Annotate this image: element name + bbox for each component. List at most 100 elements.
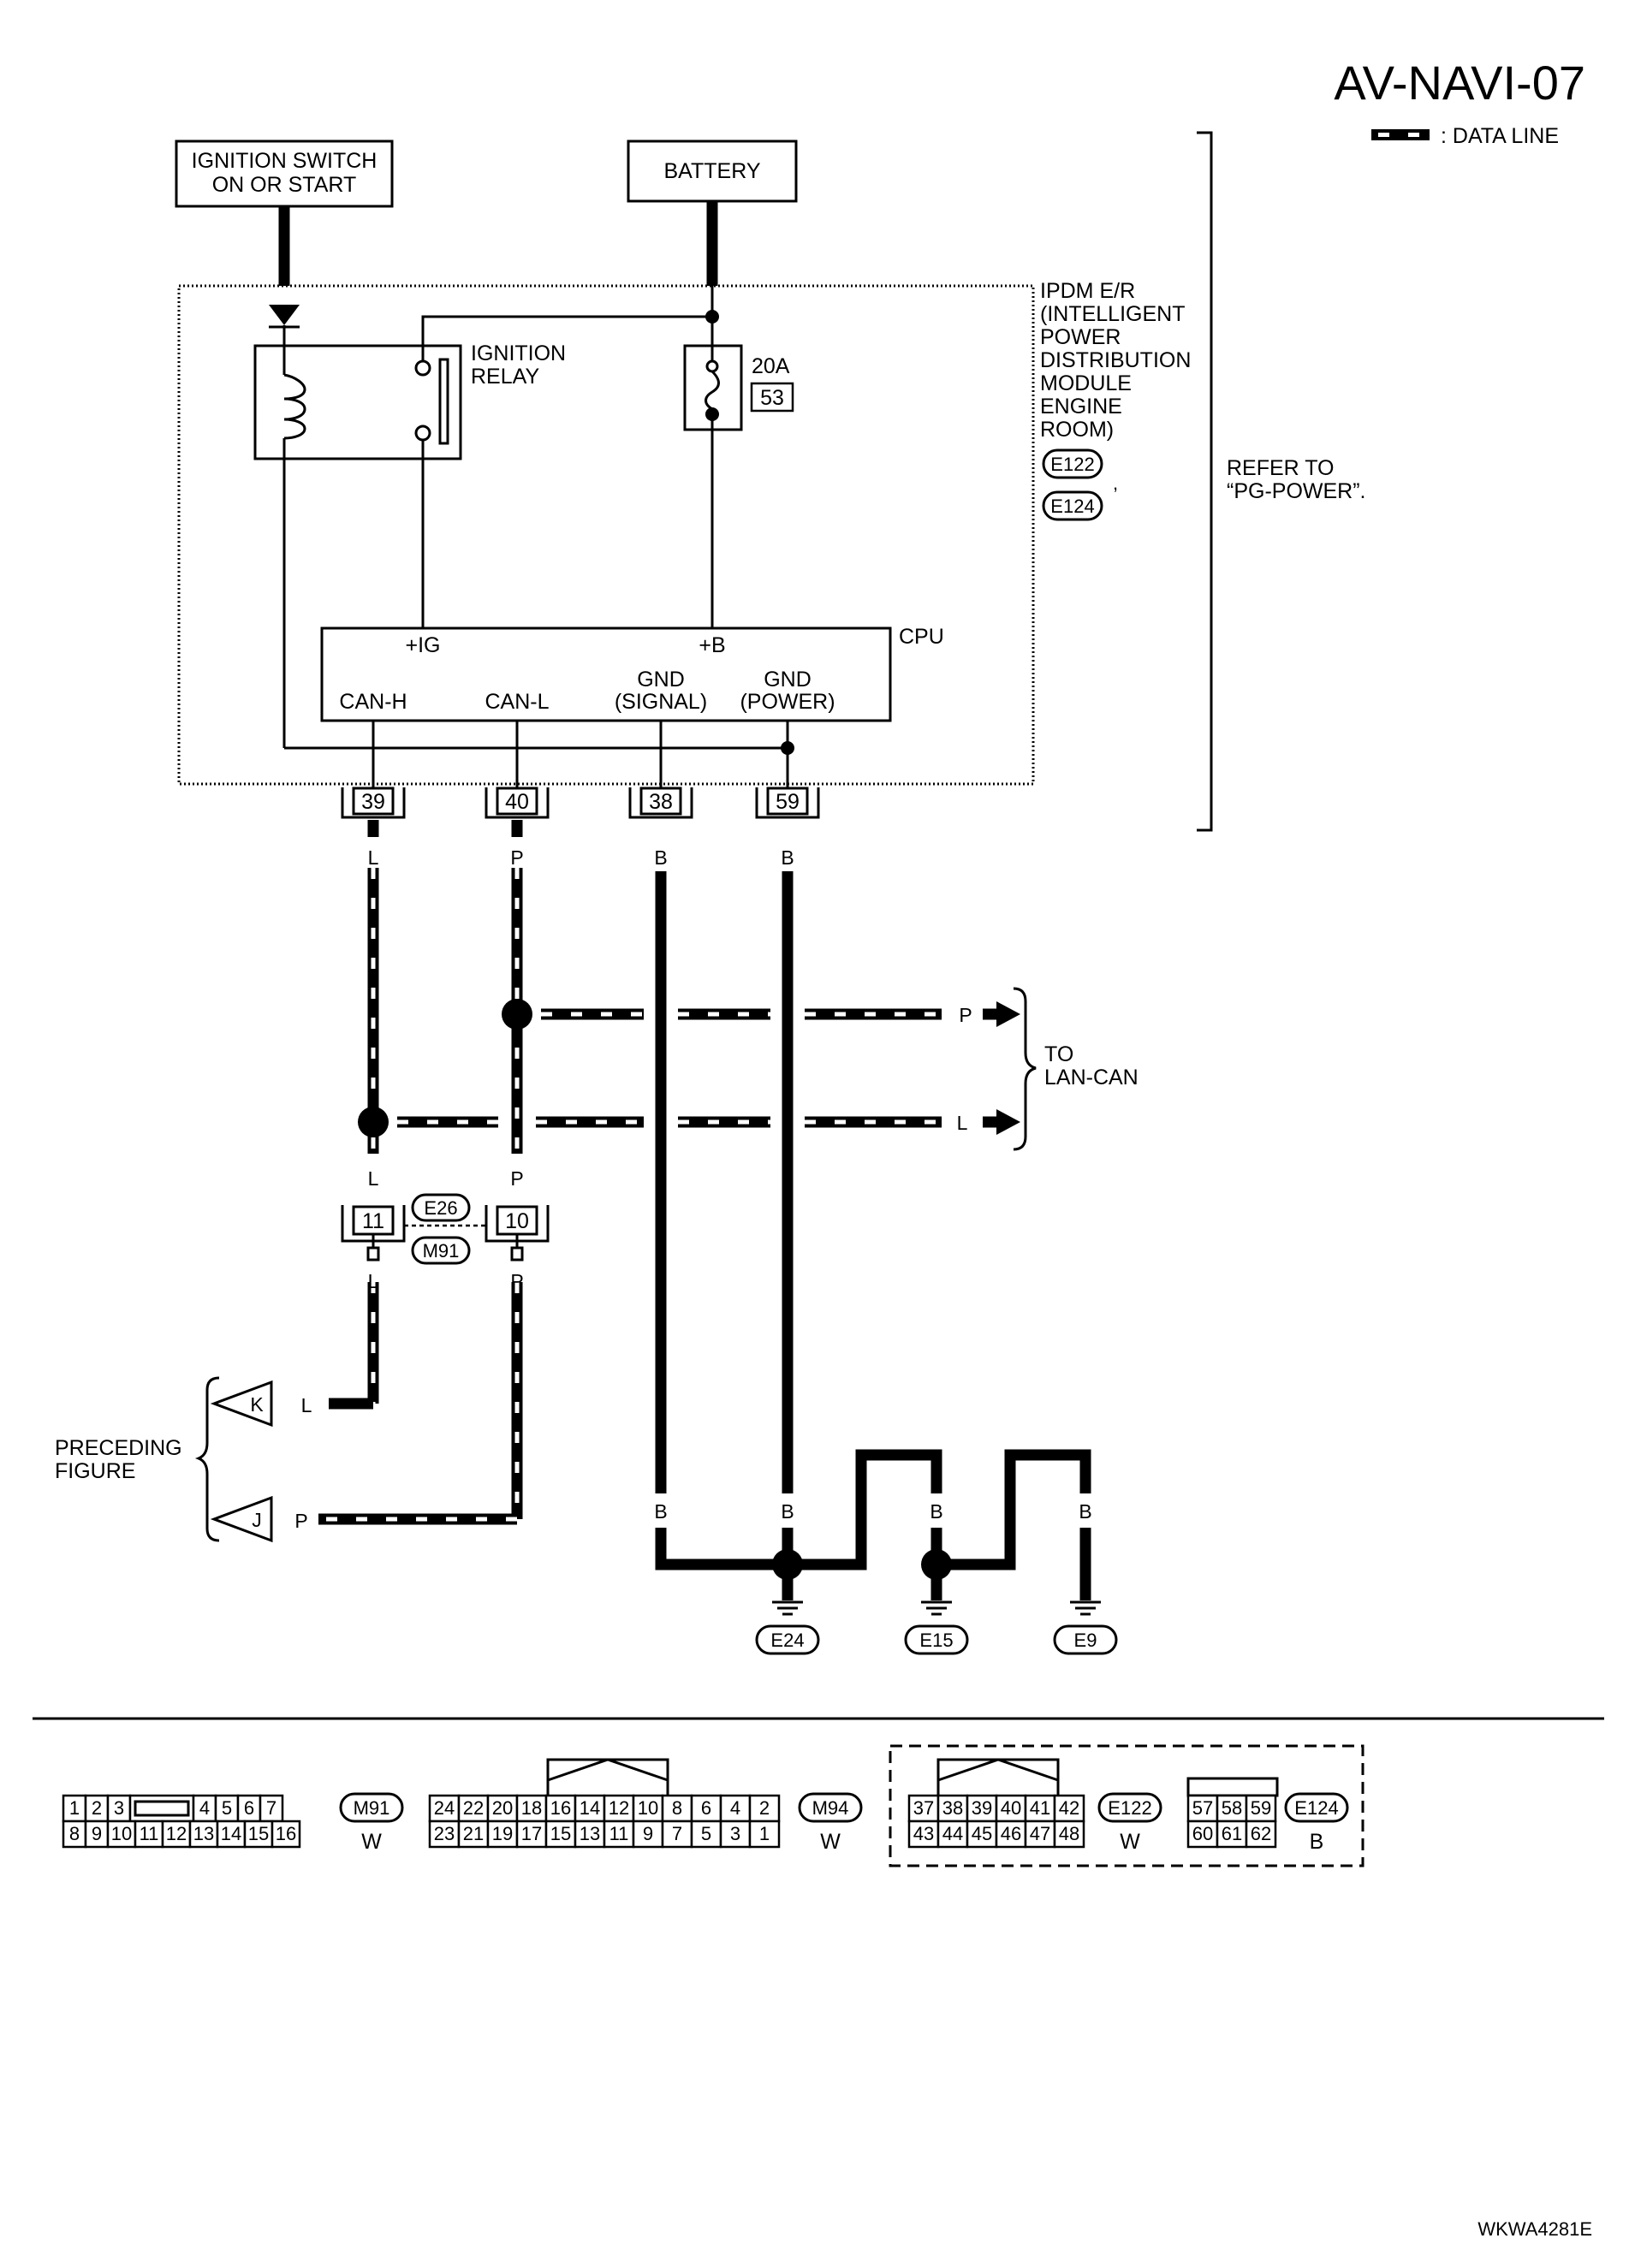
connector-cell xyxy=(192,1794,217,1823)
connector-pin: 13 xyxy=(580,1823,600,1844)
svg-text:J: J xyxy=(252,1509,262,1531)
connector-pin: 4 xyxy=(199,1797,210,1819)
can-h-line xyxy=(329,820,379,1410)
connector-cell xyxy=(84,1794,110,1823)
connector-pin: 3 xyxy=(114,1797,124,1819)
footer-code: WKWA4281E xyxy=(1477,2218,1592,2240)
wire-color-p-3: P xyxy=(510,1270,523,1292)
cpu-gnd-power-2: (POWER) xyxy=(740,690,835,714)
ground-symbol-e24: E24 xyxy=(755,1600,820,1655)
svg-text:(INTELLIGENT: (INTELLIGENT xyxy=(1040,302,1185,326)
connector-cell xyxy=(428,1820,461,1849)
connector-pin: 2 xyxy=(759,1797,770,1819)
connector-cell xyxy=(428,1794,461,1823)
connector-pin: 4 xyxy=(730,1797,740,1819)
ipdm-connector-ids: E122 , E124 xyxy=(1042,448,1118,521)
wire-color-l-1: L xyxy=(368,846,379,869)
legend-label: : DATA LINE xyxy=(1441,124,1559,148)
connector-pin: 24 xyxy=(434,1797,455,1819)
svg-text:ROOM): ROOM) xyxy=(1040,418,1114,442)
connector-pin: 48 xyxy=(1059,1823,1079,1844)
terminal-39: 39 xyxy=(341,787,406,819)
lan-can-brace xyxy=(1013,987,1037,1151)
ipdm-connector-e122: E122 xyxy=(1050,454,1094,475)
wire-color-p-2: P xyxy=(510,1167,523,1190)
joint-connector: 11 10 E26 M91 xyxy=(341,1193,550,1265)
connector-pin: 9 xyxy=(643,1823,653,1844)
connector-pin: 3 xyxy=(730,1823,740,1844)
refer-line-1: REFER TO xyxy=(1227,456,1335,480)
connector-pin: 7 xyxy=(672,1823,682,1844)
connector-pin: 5 xyxy=(222,1797,232,1819)
svg-text:POWER: POWER xyxy=(1040,325,1121,349)
svg-text:DISTRIBUTION: DISTRIBUTION xyxy=(1040,348,1191,372)
connector-pin: 62 xyxy=(1251,1823,1271,1844)
connector-pin: 45 xyxy=(972,1823,992,1844)
connector-e124-color: B xyxy=(1310,1830,1324,1854)
connector-pin: 20 xyxy=(492,1797,513,1819)
wire-color-p-1: P xyxy=(510,846,523,869)
cpu-ig-label: +IG xyxy=(406,633,441,657)
battery-label: BATTERY xyxy=(664,159,761,183)
page-title: AV-NAVI-07 xyxy=(1334,56,1585,110)
connector-pin: 47 xyxy=(1030,1823,1050,1844)
ignition-switch-box: IGNITION SWITCH ON OR START xyxy=(175,140,394,208)
connector-pin: 58 xyxy=(1222,1797,1242,1819)
connector-e122-id: E122 W xyxy=(1097,1792,1162,1854)
svg-text:E24: E24 xyxy=(770,1630,804,1651)
connector-cell xyxy=(995,1820,1027,1849)
connector-pin: 1 xyxy=(69,1797,80,1819)
cpu-can-h-label: CAN-H xyxy=(339,690,407,714)
connector-pin: 1 xyxy=(759,1823,770,1844)
connector-pin: 21 xyxy=(463,1823,484,1844)
wire-color-l-4: L xyxy=(301,1394,312,1416)
connector-cell xyxy=(243,1820,274,1849)
preceding-line-2: FIGURE xyxy=(55,1459,135,1483)
connector-m94-color: W xyxy=(820,1830,841,1854)
connector-pin: 13 xyxy=(193,1823,214,1844)
connector-pin: 11 xyxy=(140,1823,159,1844)
refer-bracket xyxy=(1197,131,1213,832)
refer-line-2: “PG-POWER”. xyxy=(1227,479,1366,503)
connector-pin: 12 xyxy=(609,1797,629,1819)
connector-pin: 44 xyxy=(942,1823,963,1844)
ipdm-label: IPDM E/R (INTELLIGENT POWER DISTRIBUTION… xyxy=(1040,279,1191,442)
svg-text:B: B xyxy=(930,1500,942,1523)
connector-pin: 15 xyxy=(248,1823,269,1844)
svg-text:B: B xyxy=(1079,1500,1091,1523)
lan-can-p-branch: P xyxy=(502,999,1020,1030)
svg-text:40: 40 xyxy=(505,790,529,814)
joint-right-pin: 10 xyxy=(505,1209,529,1233)
svg-text:B: B xyxy=(854,1500,867,1523)
connector-pin: 8 xyxy=(672,1797,682,1819)
joint-top-connector: E26 xyxy=(424,1197,457,1219)
cpu-label: CPU xyxy=(899,625,944,649)
connector-cell xyxy=(457,1820,490,1849)
connector-pin: 11 xyxy=(609,1823,629,1844)
connector-pin: 38 xyxy=(942,1797,963,1819)
preceding-line-1: PRECEDING xyxy=(55,1436,182,1460)
connector-pin: 22 xyxy=(463,1797,484,1819)
connector-cell xyxy=(515,1820,548,1849)
connector-pin: 7 xyxy=(266,1797,276,1819)
connector-m91-color: W xyxy=(361,1830,382,1854)
connector-cell xyxy=(1053,1820,1085,1849)
connector-key-slot xyxy=(134,1800,190,1817)
connector-cell xyxy=(216,1820,247,1849)
wire-color-p-4: P xyxy=(294,1510,307,1532)
connector-cell xyxy=(603,1820,635,1849)
terminal-38: 38 xyxy=(628,787,693,819)
ignition-switch-line-2: ON OR START xyxy=(212,173,357,197)
cpu-gnd-signal-2: (SIGNAL) xyxy=(615,690,707,714)
connector-e124-id: E124 B xyxy=(1284,1792,1349,1854)
fuse-number: 53 xyxy=(760,386,784,410)
wire-color-p-lan: P xyxy=(959,1004,972,1026)
connector-pin: 42 xyxy=(1059,1797,1079,1819)
battery-box: BATTERY xyxy=(627,140,798,203)
connector-m94-id: M94 W xyxy=(798,1792,863,1854)
svg-text:ENGINE: ENGINE xyxy=(1040,395,1122,419)
connector-cell xyxy=(661,1820,693,1849)
